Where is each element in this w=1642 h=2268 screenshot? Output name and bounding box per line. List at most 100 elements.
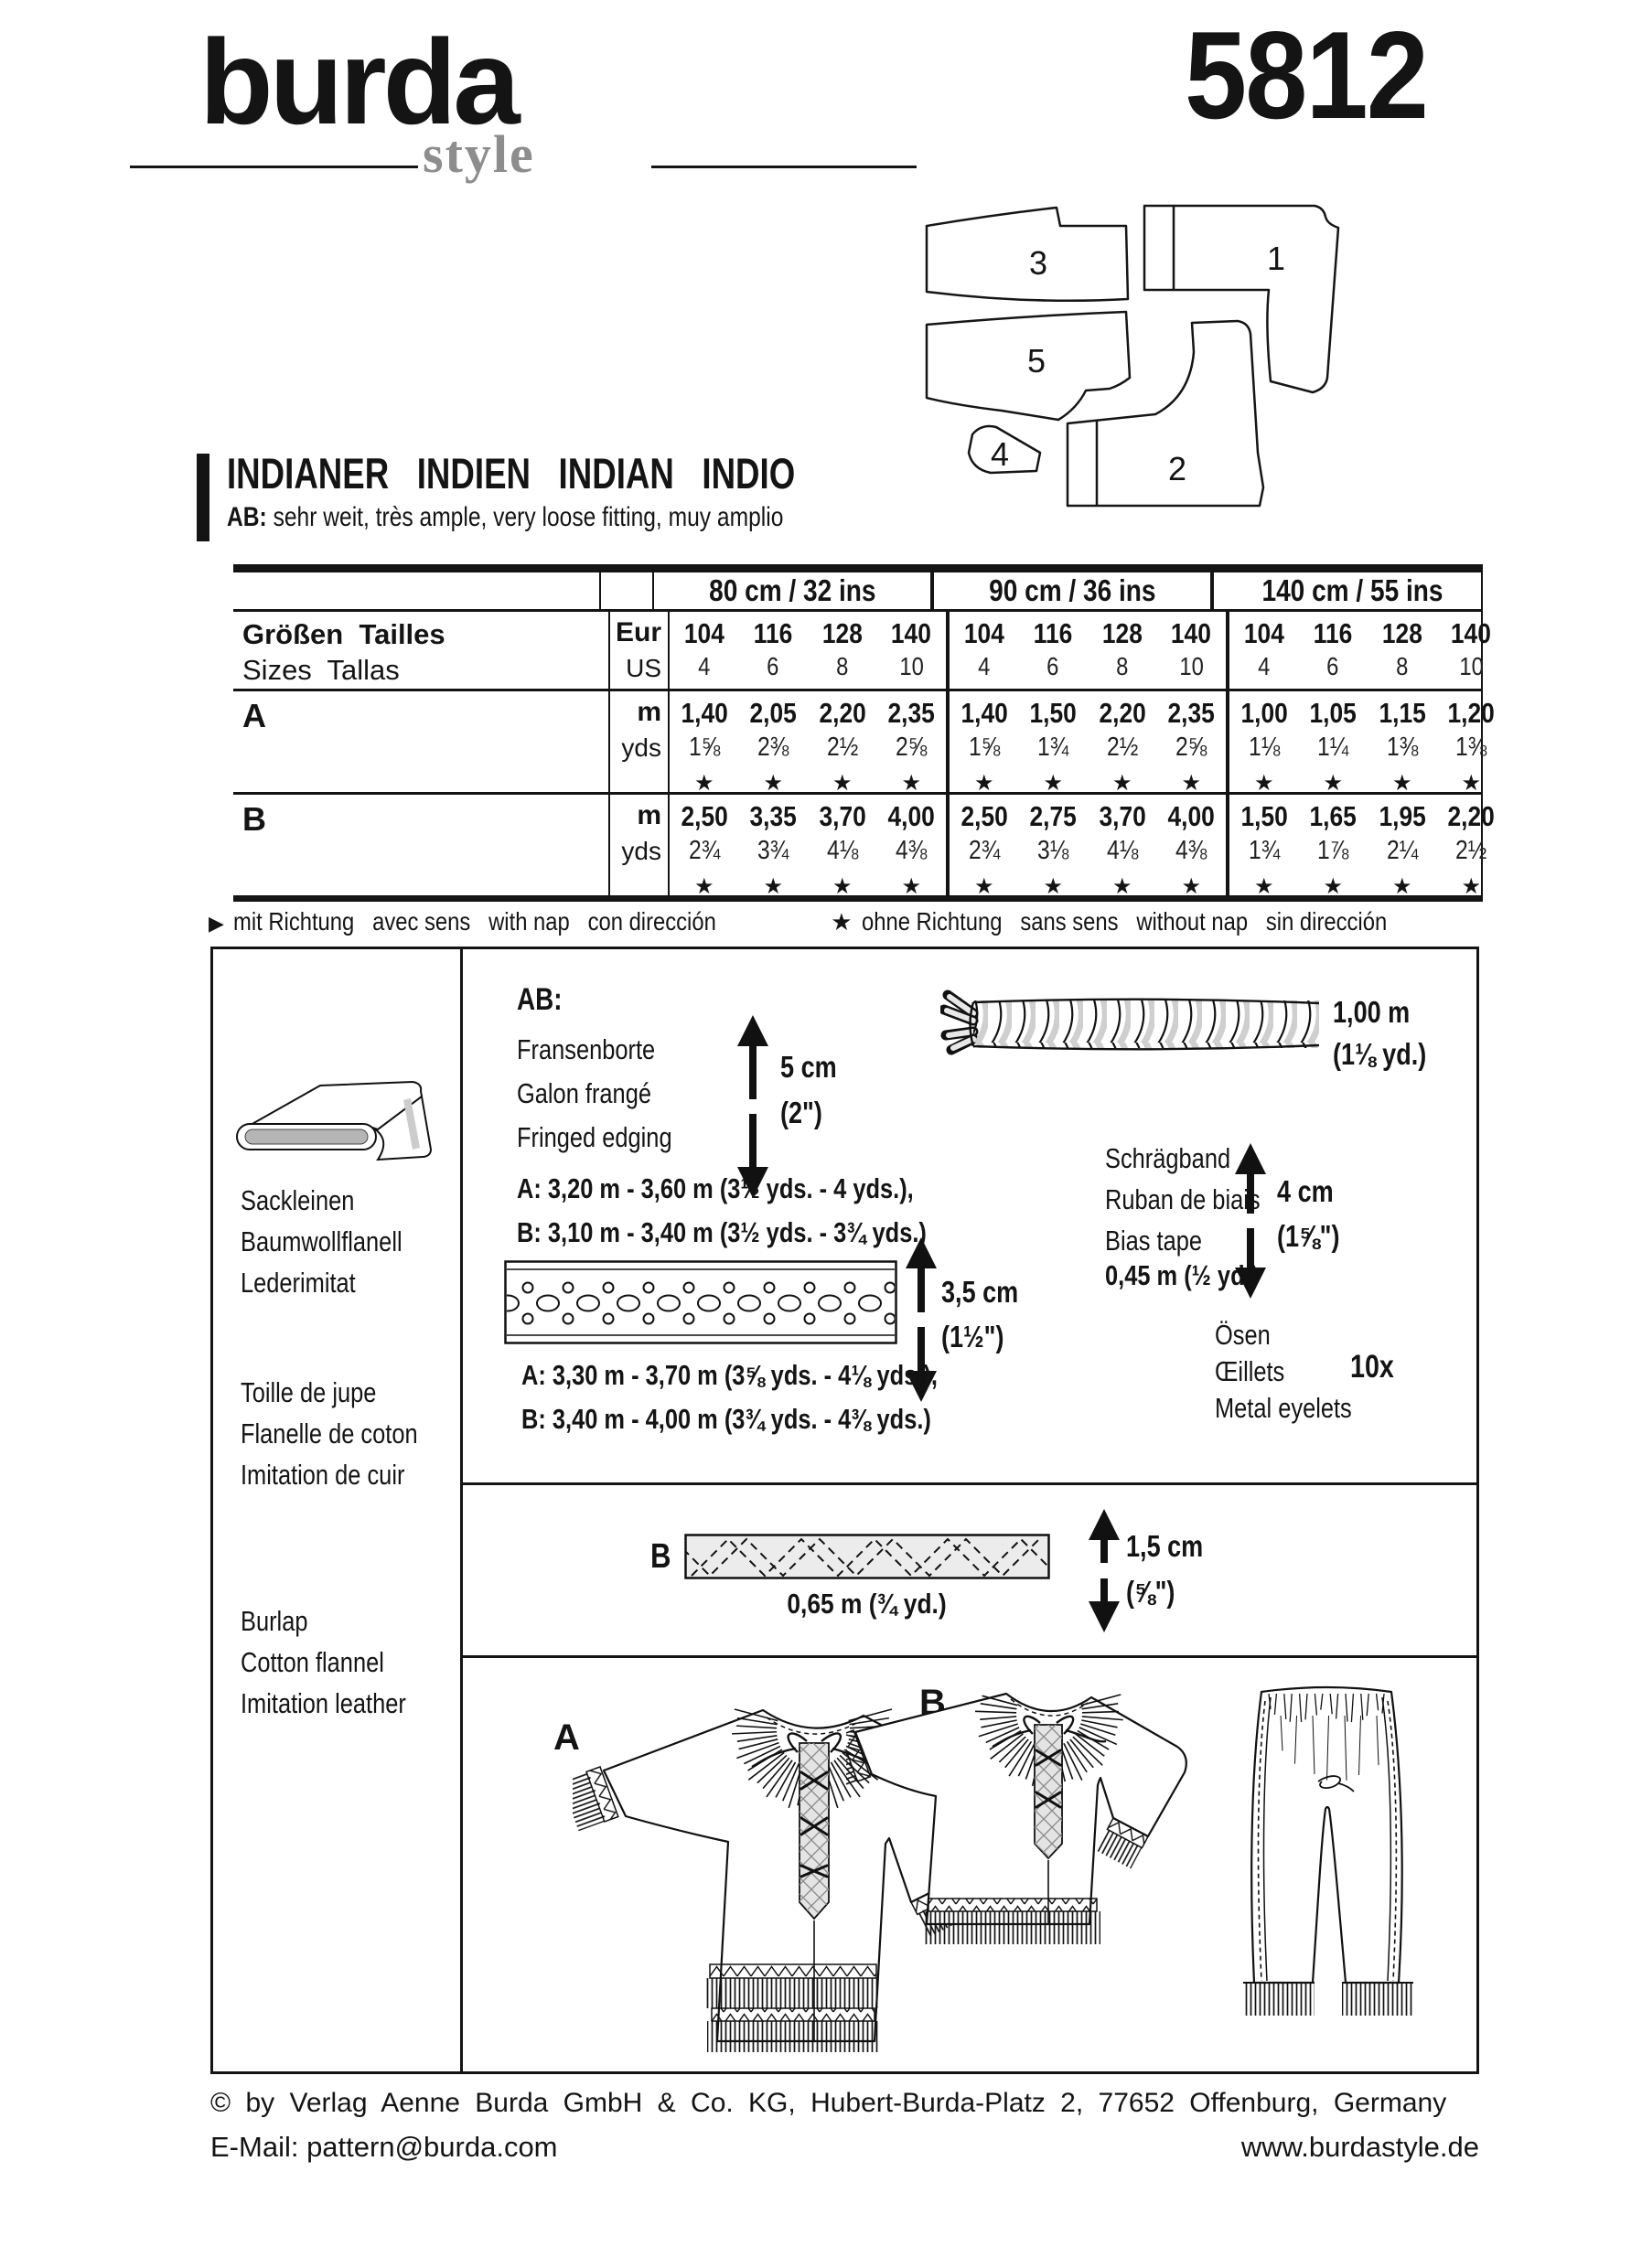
- unit-m: m: [637, 697, 661, 727]
- legend-with-nap: ▶mit Richtung avec sens with nap con dir…: [209, 907, 716, 936]
- panel-divider-h1: [463, 1482, 1476, 1485]
- piece-number: 2: [1168, 450, 1186, 487]
- unit-m: m: [637, 800, 661, 830]
- no-nap-star: ★: [1461, 771, 1481, 796]
- fringe-height: 5 cm: [780, 1050, 837, 1084]
- pants-drawing: [1230, 1679, 1427, 2040]
- no-nap-star-icon: ★: [831, 908, 853, 936]
- band-height-in: (⅝"): [1126, 1575, 1175, 1609]
- row-a-units: m yds: [610, 691, 670, 792]
- footer-row: E-Mail: pattern@burda.com www.burdastyle…: [210, 2131, 1479, 2164]
- piece-number: 1: [1267, 240, 1285, 277]
- notions-ab-label: AB:: [517, 982, 563, 1017]
- pattern-pieces-diagram: 3 1 5 4 2: [901, 178, 1477, 540]
- fringe-name: Fringed edging: [517, 1121, 672, 1153]
- unit-yds: yds: [621, 733, 661, 762]
- no-nap-star: ★: [763, 874, 783, 899]
- fringe-dimension-arrow-icon: [733, 1015, 773, 1198]
- piece-number: 5: [1027, 342, 1046, 380]
- no-nap-star: ★: [1253, 771, 1274, 796]
- page-title: INDIANER INDIEN INDIAN INDIO: [227, 449, 796, 497]
- pattern-pieces-svg: 3 1 5 4 2: [925, 204, 1340, 508]
- no-nap-star: ★: [901, 874, 921, 899]
- table-spacer: [601, 572, 654, 609]
- no-nap-star: ★: [1043, 874, 1063, 899]
- fabric-name: Cotton flannel: [241, 1646, 384, 1678]
- sizes-label-en: Sizes Tallas: [242, 653, 400, 686]
- fringe-amount-a: A: 3,20 m - 3,60 m (3½ yds. - 4 yds.),: [517, 1172, 914, 1204]
- yardage-table: 80 cm / 32 ins 90 cm / 36 ins 140 cm / 5…: [233, 564, 1495, 902]
- band-amount: 0,65 m (¾ yd.): [787, 1588, 948, 1620]
- fabric-name: Imitation de cuir: [241, 1459, 405, 1491]
- no-nap-star: ★: [693, 771, 714, 796]
- fringe-name: Galon frangé: [517, 1077, 651, 1109]
- fabric-name: Baumwollflanell: [241, 1225, 402, 1257]
- title-subheading: AB: sehr weit, très ample, very loose fi…: [227, 502, 906, 533]
- no-nap-star: ★: [973, 874, 994, 899]
- title-accent-bar: [197, 454, 209, 541]
- tape-height: 3,5 cm: [941, 1275, 1019, 1309]
- row-b-label: B: [233, 795, 610, 895]
- no-nap-star: ★: [1043, 771, 1063, 796]
- eyelets-name: Œillets: [1215, 1355, 1285, 1387]
- nap-legend: ▶mit Richtung avec sens with nap con dir…: [209, 907, 1479, 936]
- fringe-height-in: (2"): [780, 1096, 822, 1129]
- bias-height: 4 cm: [1277, 1174, 1334, 1208]
- no-nap-star: ★: [1391, 771, 1412, 796]
- logo-rule-left: [130, 166, 418, 168]
- fabric-name: Imitation leather: [241, 1687, 406, 1719]
- tape-height-in: (1½"): [941, 1320, 1004, 1353]
- eyelet-tape-icon: [504, 1260, 897, 1344]
- fabric-name: Lederimitat: [241, 1267, 356, 1299]
- fabric-name: Burlap: [241, 1605, 308, 1637]
- view-a-label: A: [553, 1717, 580, 1758]
- unit-yds: yds: [621, 837, 661, 865]
- fabric-name: Flanelle de coton: [241, 1418, 418, 1450]
- column-group-80cm: 80 cm / 32 ins: [708, 573, 876, 607]
- no-nap-star: ★: [1323, 874, 1343, 899]
- burda-style-logo: style: [423, 124, 535, 184]
- sizes-label-de: Größen Tailles: [242, 618, 445, 650]
- burda-logo: burda: [199, 15, 521, 149]
- tape-dimension-arrow-icon: [901, 1237, 941, 1402]
- unit-us: US: [626, 654, 661, 682]
- no-nap-star: ★: [693, 874, 714, 899]
- no-nap-star: ★: [1181, 874, 1201, 899]
- pattern-number: 5812: [1185, 5, 1429, 144]
- eyelets-name: Metal eyelets: [1215, 1392, 1352, 1424]
- band-icon: [684, 1533, 1050, 1580]
